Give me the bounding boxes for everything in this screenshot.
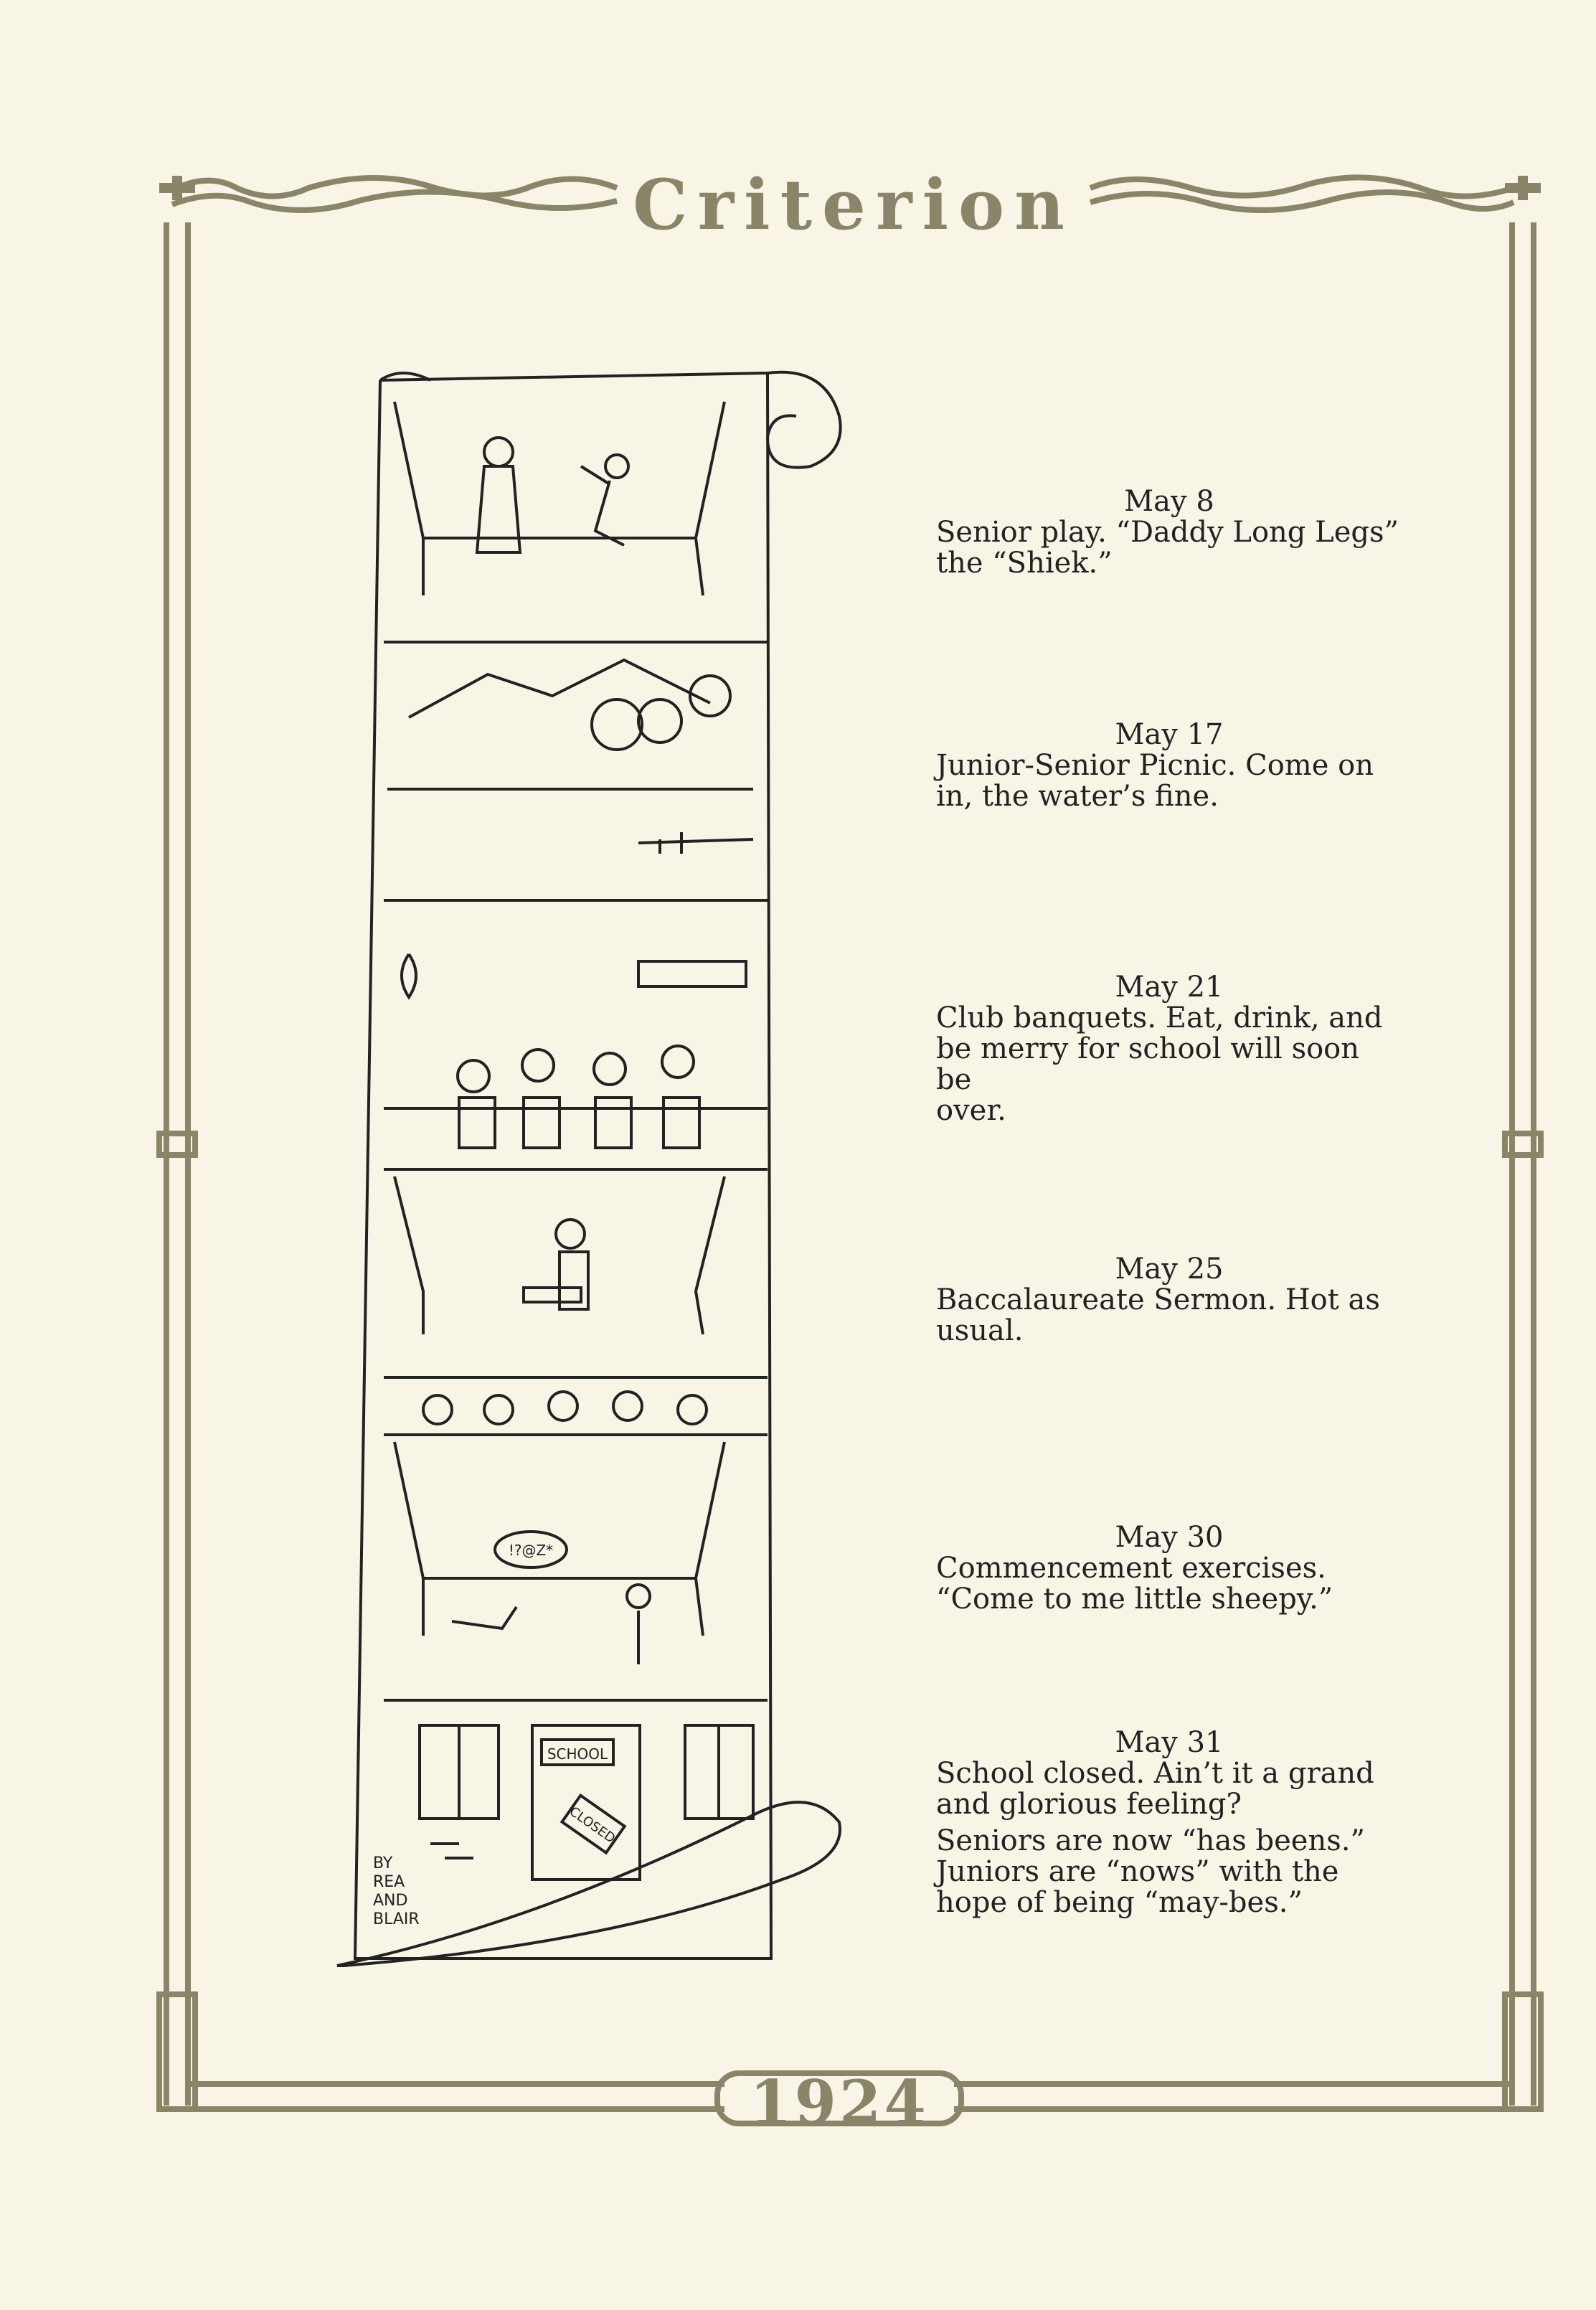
entry-line: usual. <box>936 1314 1024 1347</box>
entry-line: Seniors are now “has beens.” <box>936 1824 1365 1857</box>
entry-line: School closed. Ain’t it a grand <box>936 1757 1374 1790</box>
artist-and: AND <box>373 1892 408 1910</box>
entry-line: be merry for school will soon be <box>936 1032 1360 1096</box>
entry-date: May 21 <box>1115 971 1224 1004</box>
artist-name-2: BLAIR <box>373 1910 420 1928</box>
scroll-illustration: SCHOOL CLOSED !?@Z* <box>336 370 842 1967</box>
entry-line: Baccalaureate Sermon. Hot as <box>936 1283 1380 1316</box>
entry-may-21: May 21 Club banquets. Eat, drink, and be… <box>936 972 1402 1126</box>
entry-date: May 8 <box>1124 485 1214 518</box>
entry-date: May 17 <box>1115 718 1224 751</box>
sign-closed: CLOSED <box>567 1804 618 1847</box>
entry-line: the “Shiek.” <box>936 547 1113 580</box>
entry-date: May 25 <box>1115 1253 1224 1286</box>
entry-may-25: May 25 Baccalaureate Sermon. Hot as usua… <box>936 1254 1402 1347</box>
speech-bubble: !?@Z* <box>509 1542 553 1559</box>
entry-line: Commencement exercises. <box>936 1552 1326 1585</box>
sign-school: SCHOOL <box>547 1745 608 1763</box>
entry-may-17: May 17 Junior-Senior Picnic. Come on in,… <box>936 720 1402 812</box>
artist-by: BY <box>373 1854 393 1872</box>
entry-line: over. <box>936 1094 1006 1127</box>
entry-may-31: May 31 School closed. Ain’t it a grand a… <box>936 1727 1402 1918</box>
entry-line: “Come to me little sheepy.” <box>936 1583 1333 1616</box>
entry-line: Junior-Senior Picnic. Come on <box>936 749 1374 782</box>
entry-date: May 31 <box>1115 1726 1224 1759</box>
entry-line: and glorious feeling? <box>936 1788 1242 1821</box>
artist-credit: BY REA AND BLAIR <box>373 1854 466 1929</box>
entry-line: in, the water’s fine. <box>936 780 1219 813</box>
year-medallion: 1924 <box>750 2066 929 2138</box>
entry-date: May 30 <box>1115 1521 1224 1554</box>
entry-line: Senior play. “Daddy Long Legs” <box>936 516 1399 549</box>
artist-name-1: REA <box>373 1873 405 1891</box>
entry-line: Juniors are “nows” with the <box>936 1855 1339 1888</box>
entry-may-8: May 8 Senior play. “Daddy Long Legs” the… <box>936 486 1402 579</box>
entry-may-30: May 30 Commencement exercises. “Come to … <box>936 1522 1402 1615</box>
entry-line: Club banquets. Eat, drink, and <box>936 1001 1383 1034</box>
entry-line: hope of being “may-bes.” <box>936 1886 1303 1919</box>
entry-extra-block: Seniors are now “has beens.” Juniors are… <box>936 1826 1402 1918</box>
masthead-title: Criterion <box>633 164 1075 245</box>
